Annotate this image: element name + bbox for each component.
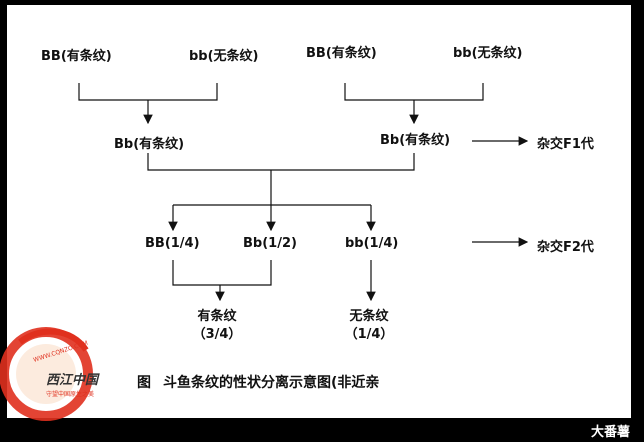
figure-caption: 图斗鱼条纹的性状分离示意图(非近亲 [137, 372, 379, 392]
caption-text: 斗鱼条纹的性状分离示意图(非近亲 [163, 375, 380, 391]
diagram-lines [78, 83, 529, 302]
phenotype-striped-ratio: （3/4） [192, 327, 242, 342]
phenotype-plain-ratio: （1/4） [344, 327, 394, 342]
phenotype-striped: 有条纹 [197, 309, 237, 324]
diagram-panel: BB(有条纹) bb(无条纹) BB(有条纹) bb(无条纹) Bb(有条纹) … [7, 5, 631, 418]
logo-ring-icon [0, 327, 93, 421]
f2-generation-label: 杂交F2代 [537, 240, 594, 255]
parent-bb-right: BB(有条纹) [306, 46, 377, 61]
f2-heterozygous: Bb(1/2) [243, 236, 297, 251]
f2-homozygous-dominant: BB(1/4) [145, 236, 200, 251]
parent-recessive-left: bb(无条纹) [189, 49, 259, 64]
f2-homozygous-recessive: bb(1/4) [345, 236, 399, 251]
f1-cross-bracket [147, 153, 415, 171]
f1-hybrid-right: Bb(有条纹) [380, 133, 451, 148]
watermark-logo: WWW.CQNZO.COM 西江中国 守望中国原生之美 [0, 327, 100, 421]
caption-prefix: 图 [137, 375, 151, 391]
author-credit: 大番薯 [590, 425, 630, 440]
watermark-brand: 西江中国 [46, 372, 100, 388]
parent-recessive-right: bb(无条纹) [453, 46, 523, 61]
cross-bracket-right [344, 83, 484, 101]
f1-generation-label: 杂交F1代 [537, 137, 594, 152]
watermark-slogan: 守望中国原生之美 [46, 390, 94, 398]
f1-hybrid-left: Bb(有条纹) [114, 137, 185, 152]
striped-merge-bracket [172, 260, 272, 286]
parent-bb-left: BB(有条纹) [41, 49, 112, 64]
cross-bracket-left [78, 83, 218, 101]
phenotype-plain: 无条纹 [349, 309, 389, 324]
